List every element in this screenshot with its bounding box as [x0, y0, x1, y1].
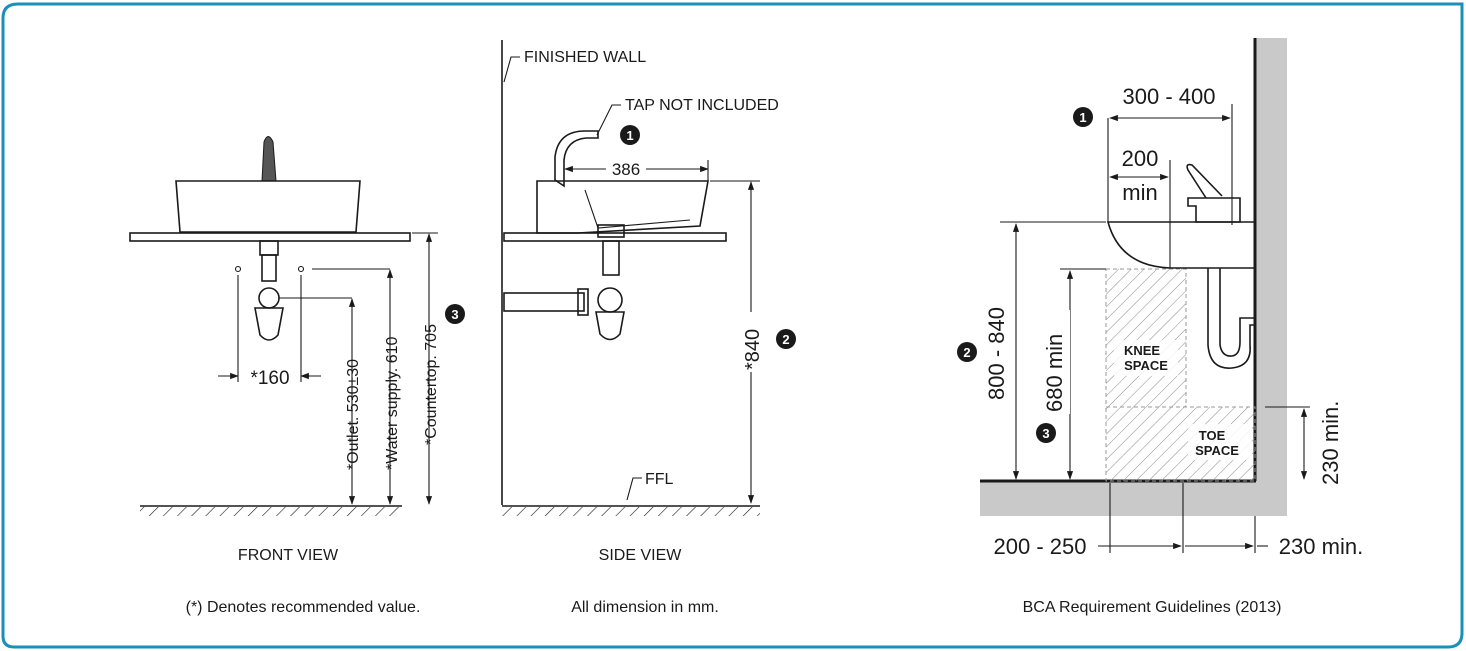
svg-text:2: 2: [963, 345, 970, 360]
bca-toe-label-1: TOE: [1199, 428, 1226, 443]
bca-dim-knee-depth: 200 - 250: [994, 534, 1087, 559]
bca-dim-toe-height: 230 min.: [1318, 401, 1343, 485]
front-dim-outlet: *Outlet. 530±30: [345, 359, 362, 470]
front-view: *160 *Outlet. 530±30 *Water supply. 610 …: [129, 136, 465, 564]
svg-text:3: 3: [451, 307, 458, 322]
bca-marker-1: 1: [1073, 107, 1093, 127]
footnote-units: All dimension in mm.: [571, 599, 719, 616]
front-tap: [261, 136, 277, 182]
side-tap: [554, 130, 599, 188]
svg-text:1: 1: [626, 128, 633, 143]
bca-toe-label-2: SPACE: [1195, 443, 1239, 458]
side-view: FINISHED WALL TAP NOT INCLUDED 1 386 *84…: [501, 40, 796, 564]
bca-tap: [1187, 197, 1241, 223]
front-dim-spacing: *160: [250, 368, 289, 389]
bca-dim-tap-reach: 300 - 400: [1123, 84, 1216, 109]
bca-dim-knee-height: 680 min: [1042, 334, 1067, 412]
front-dim-water-supply: *Water supply. 610: [384, 337, 401, 471]
front-dim-countertop: *Countertop. 705: [423, 324, 440, 445]
bca-wall: [1255, 38, 1287, 516]
bca-knee-label-1: KNEE: [1124, 343, 1160, 358]
bca-dim-toe-depth: 230 min.: [1279, 534, 1363, 559]
side-marker-1: 1: [620, 125, 640, 145]
side-label-tap: TAP NOT INCLUDED: [625, 97, 779, 114]
bca-knee-label-2: SPACE: [1124, 358, 1168, 373]
side-marker-2: 2: [776, 329, 796, 349]
svg-text:3: 3: [1042, 426, 1049, 441]
front-countertop: [129, 232, 411, 242]
bca-trap-pipe: [1207, 268, 1255, 369]
front-basin: [175, 180, 361, 233]
bca-dim-200: 200: [1122, 146, 1159, 171]
front-view-caption: FRONT VIEW: [238, 547, 339, 564]
bca-dim-rim-height: 800 - 840: [984, 307, 1009, 400]
bca-marker-2: 2: [957, 342, 977, 362]
bca-dim-min: min: [1122, 180, 1157, 205]
side-label-finished-wall: FINISHED WALL: [524, 49, 646, 66]
bca-floor: [980, 482, 1287, 516]
svg-text:1: 1: [1079, 110, 1086, 125]
svg-text:2: 2: [782, 332, 789, 347]
bca-knee-space: [1105, 268, 1187, 408]
bca-diagram: KNEE SPACE TOE SPACE 300 - 400 1 200 min…: [957, 38, 1363, 616]
footnote-recommended: (*) Denotes recommended value.: [186, 599, 421, 616]
front-trap: [254, 307, 284, 341]
side-view-caption: SIDE VIEW: [599, 547, 683, 564]
side-basin: [536, 180, 709, 234]
bca-marker-3: 3: [1036, 423, 1056, 443]
bca-caption: BCA Requirement Guidelines (2013): [1023, 599, 1282, 616]
side-trap: [595, 311, 625, 341]
side-dim-height: *840: [742, 329, 764, 370]
side-label-ffl: FFL: [645, 471, 674, 488]
bca-basin: [1106, 221, 1256, 269]
side-dim-basin-depth: 386: [612, 160, 640, 179]
front-marker-3: 3: [445, 304, 465, 324]
